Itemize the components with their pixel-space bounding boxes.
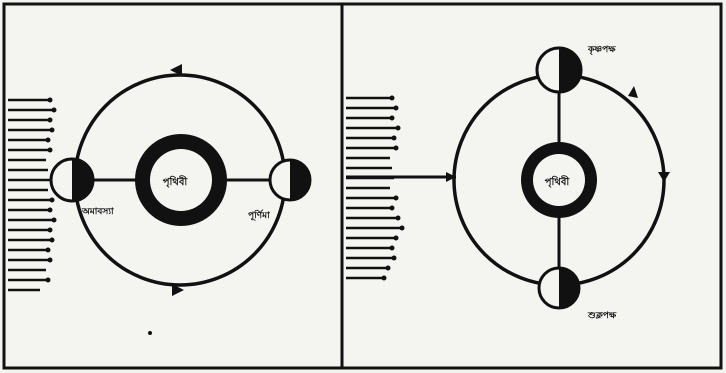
orbit-arrow-upper-right	[628, 86, 638, 98]
moon-label-full: পূর্ণিমা	[248, 209, 270, 222]
moon-bottom-right	[539, 268, 579, 308]
earth-label-left: পৃথিবী	[163, 174, 189, 189]
moon-label-new: অমাবস্যা	[81, 207, 114, 217]
moon-label-bottom: শুক্লপক্ষ	[587, 311, 617, 321]
moon-new-left	[51, 159, 93, 201]
moon-full-left	[270, 160, 310, 200]
moon-label-top: কৃষ্ণপক্ষ	[587, 45, 616, 56]
earth-label-right: পৃথিবী	[545, 174, 571, 189]
moon-top-right	[537, 48, 581, 92]
orbit-arrow-lower-right	[658, 172, 670, 182]
dot-mark	[148, 331, 152, 335]
left-panel: পৃথিবী অমাবস্যা পূর্ণিমা	[8, 64, 310, 335]
right-panel: পৃথিবী কৃষ্ণপক্ষ শুক্লপক্ষ	[346, 45, 670, 321]
sun-rays-right	[346, 98, 402, 278]
sun-rays-left	[8, 100, 54, 290]
